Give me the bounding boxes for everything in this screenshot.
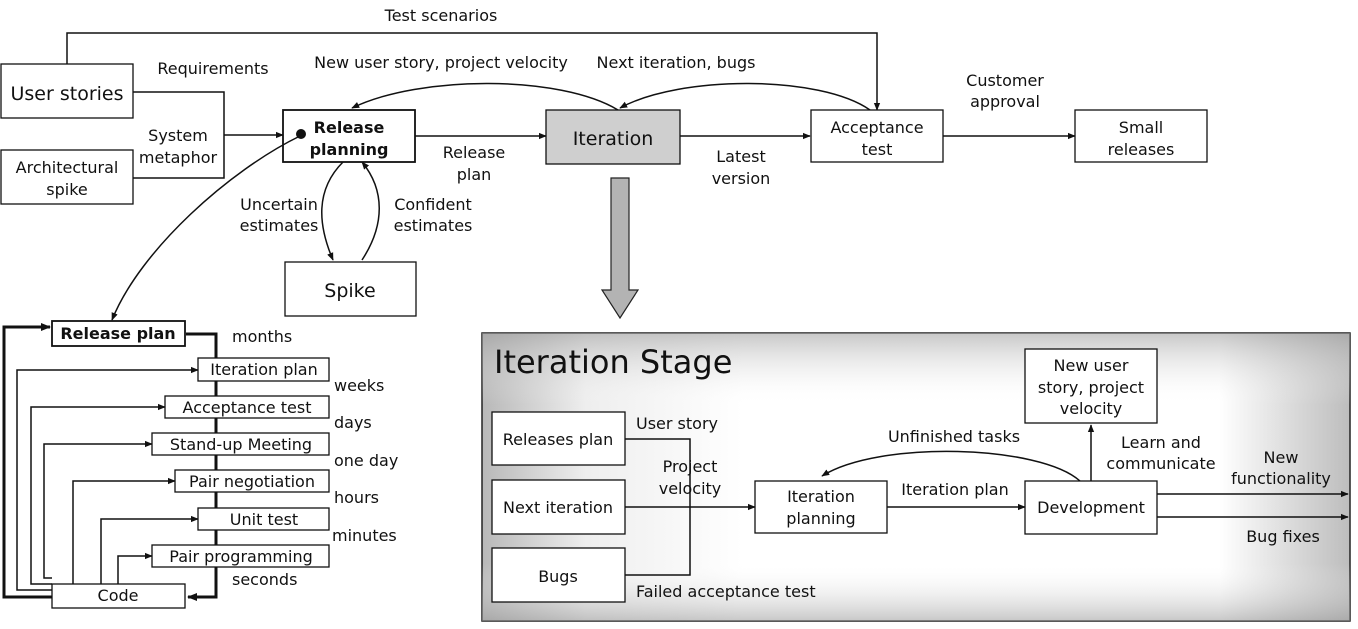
cycle-acceptance-test[interactable]: Acceptance test: [164, 395, 330, 419]
label-approval: approval: [970, 92, 1040, 111]
label-plan: plan: [457, 165, 492, 184]
label-velocity: velocity: [659, 479, 722, 498]
stage-releases-plan[interactable]: Releases plan: [491, 411, 626, 466]
time-months: months: [232, 327, 292, 346]
edge-new-user-story-velocity: New user story, project velocity: [314, 53, 619, 111]
label-requirements: Requirements: [157, 59, 268, 78]
time-one-day: one day: [334, 451, 398, 470]
cycle-release-plan[interactable]: Release plan: [51, 320, 186, 347]
stage-new-user-story[interactable]: New user story, project velocity: [1024, 348, 1158, 424]
node-iteration[interactable]: Iteration: [545, 109, 681, 165]
edge-customer-approval: Customer approval: [943, 71, 1076, 140]
stage-next-iteration[interactable]: Next iteration: [491, 479, 626, 535]
cycle-iteration-plan-label: Iteration plan: [210, 360, 318, 379]
iteration-stage-title: Iteration Stage: [494, 343, 732, 381]
cycle-code-label: Code: [98, 586, 139, 605]
label-release: Release: [443, 143, 506, 162]
node-iteration-label: Iteration: [573, 128, 654, 150]
node-acceptance-test[interactable]: Acceptance test: [810, 109, 944, 163]
stage-development-label: Development: [1037, 498, 1145, 517]
node-acceptance-test-line2: test: [862, 140, 893, 159]
label-test-scenarios: Test scenarios: [384, 6, 498, 25]
node-release-planning-line1: Release: [314, 118, 385, 137]
edge-next-iteration-bugs: Next iteration, bugs: [597, 53, 871, 111]
node-spike[interactable]: Spike: [284, 261, 417, 317]
label-version: version: [712, 169, 771, 188]
label-uncertain-estimates: estimates: [240, 216, 319, 235]
edge-test-scenarios: Test scenarios: [66, 6, 881, 111]
cycle-iteration-plan[interactable]: Iteration plan: [197, 357, 330, 382]
label-uncertain: Uncertain: [240, 195, 318, 214]
edge-latest-version: Latest version: [680, 132, 811, 188]
cycle-pair-programming-label: Pair programming: [169, 547, 312, 566]
time-weeks: weeks: [334, 376, 384, 395]
node-spike-label: Spike: [324, 280, 375, 302]
stage-new-user-story-line2: story, project: [1038, 378, 1144, 397]
edge-spike-estimates: Uncertain estimates Confident estimates: [240, 161, 473, 261]
cycle-release-plan-label: Release plan: [60, 324, 175, 343]
cycle-pair-negotiation[interactable]: Pair negotiation: [174, 469, 330, 493]
edge-into-release-planning: Requirements System metaphor: [133, 59, 284, 179]
edge-release-planning-to-release-plan: [111, 135, 301, 321]
label-communicate: communicate: [1106, 454, 1215, 473]
node-release-planning-line2: planning: [310, 140, 389, 159]
label-user-story: User story: [636, 414, 718, 433]
label-unfinished-tasks: Unfinished tasks: [888, 427, 1020, 446]
time-days: days: [334, 413, 372, 432]
node-user-stories-label: User stories: [11, 83, 124, 105]
label-next-iteration-bugs: Next iteration, bugs: [597, 53, 756, 72]
label-functionality: functionality: [1231, 469, 1331, 488]
node-small-releases[interactable]: Small releases: [1074, 109, 1208, 163]
cycle-pair-programming[interactable]: Pair programming: [151, 544, 330, 568]
cycle-acceptance-test-label: Acceptance test: [183, 398, 312, 417]
label-failed-acceptance-test: Failed acceptance test: [636, 582, 816, 601]
stage-iteration-planning-line2: planning: [786, 509, 855, 528]
label-iteration-plan: Iteration plan: [901, 480, 1009, 499]
stage-iteration-planning[interactable]: Iteration planning: [754, 480, 888, 534]
iteration-stage-panel: Iteration Stage Releases plan Next itera…: [481, 332, 1351, 622]
edge-release-plan: Release plan: [415, 132, 547, 184]
stage-bugs[interactable]: Bugs: [491, 547, 626, 603]
stage-releases-plan-label: Releases plan: [503, 430, 613, 449]
label-bug-fixes: Bug fixes: [1246, 527, 1320, 546]
cycle-code[interactable]: Code: [51, 583, 186, 609]
node-acceptance-test-line1: Acceptance: [830, 118, 923, 137]
label-new: New: [1264, 448, 1299, 467]
label-latest: Latest: [716, 147, 765, 166]
zoom-arrow: [600, 177, 640, 320]
stage-new-user-story-line1: New user: [1054, 356, 1129, 375]
stage-development[interactable]: Development: [1024, 480, 1158, 535]
cycles-diagram: Release plan months Iteration plan weeks…: [2, 320, 398, 609]
node-release-planning[interactable]: Release planning: [282, 109, 416, 163]
time-seconds: seconds: [232, 570, 297, 589]
cycle-unit-test[interactable]: Unit test: [197, 507, 330, 531]
label-confident: Confident: [394, 195, 472, 214]
cycle-standup-meeting-label: Stand-up Meeting: [170, 435, 312, 454]
node-small-releases-line1: Small: [1119, 118, 1163, 137]
time-minutes: minutes: [332, 526, 397, 545]
node-architectural-spike[interactable]: Architectural spike: [0, 149, 134, 205]
node-architectural-spike-line2: spike: [46, 180, 87, 199]
cycle-pair-negotiation-label: Pair negotiation: [189, 472, 315, 491]
label-learn-and: Learn and: [1121, 433, 1201, 452]
cycle-unit-test-label: Unit test: [230, 510, 298, 529]
label-new-user-story-velocity: New user story, project velocity: [314, 53, 568, 72]
stage-bugs-label: Bugs: [538, 567, 578, 586]
stage-new-user-story-line3: velocity: [1060, 399, 1123, 418]
cycle-standup-meeting[interactable]: Stand-up Meeting: [151, 432, 330, 456]
stage-next-iteration-label: Next iteration: [503, 498, 613, 517]
label-project: Project: [663, 457, 718, 476]
label-metaphor: metaphor: [139, 148, 218, 167]
stage-iteration-planning-line1: Iteration: [787, 487, 855, 506]
node-small-releases-line2: releases: [1108, 140, 1175, 159]
time-hours: hours: [334, 488, 379, 507]
label-customer: Customer: [966, 71, 1044, 90]
label-system: System: [148, 126, 208, 145]
label-confident-estimates: estimates: [394, 216, 473, 235]
node-user-stories[interactable]: User stories: [0, 63, 134, 119]
node-architectural-spike-line1: Architectural: [16, 158, 119, 177]
